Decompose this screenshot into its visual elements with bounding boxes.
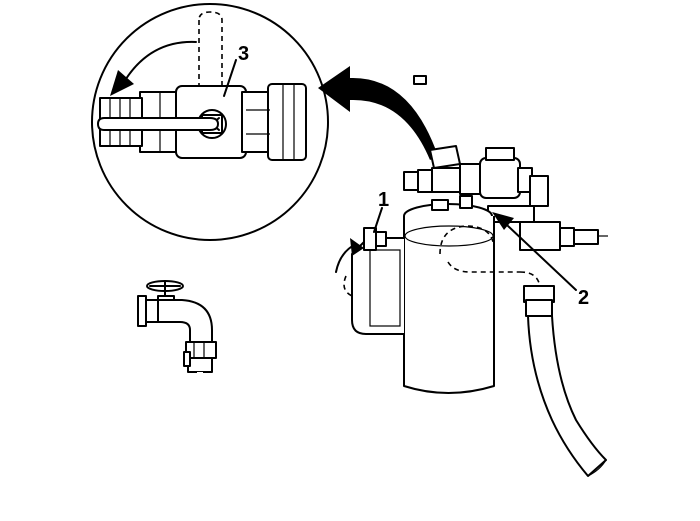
callout-1: 1 (373, 189, 389, 233)
callout-3-label: 3 (238, 43, 249, 65)
rotation-arrow-head (110, 70, 134, 96)
valve-handle-turned (97, 117, 219, 131)
flush-tank-assembly (335, 45, 608, 394)
callout-1-label: 1 (378, 189, 389, 211)
rotation-arrow-curve (123, 40, 197, 83)
valve-handle-dashed-outline (198, 11, 223, 101)
detail-magnifier: 3 (91, 3, 329, 241)
detail-pointer-arrow (318, 66, 438, 160)
callout-2-label: 2 (578, 287, 589, 309)
hose-bib-faucet (137, 280, 217, 373)
callout-2: 2 (492, 212, 589, 309)
supply-hose-inner (196, 177, 411, 503)
drain-hose (519, 271, 607, 477)
